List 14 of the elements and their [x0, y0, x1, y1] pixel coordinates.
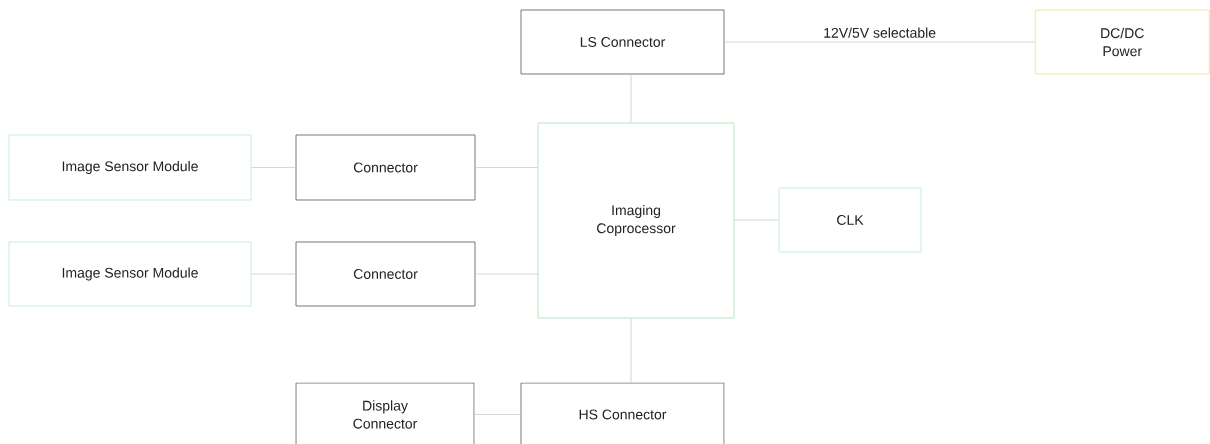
connector-line — [475, 167, 538, 168]
block-box: LS Connector — [520, 9, 725, 75]
block-box: Display Connector — [295, 382, 475, 444]
edge-label: 12V/5V selectable — [824, 27, 936, 38]
block-box: Image Sensor Module — [8, 134, 252, 201]
block-box: Connector — [295, 134, 476, 201]
block-box: CLK — [778, 187, 922, 253]
block-box: Image Sensor Module — [8, 241, 252, 307]
block-box: Connector — [295, 241, 476, 307]
connector-line — [474, 414, 521, 415]
block-box: HS Connector — [520, 382, 725, 444]
block-box: DC/DC Power — [1034, 9, 1210, 75]
connector-line — [251, 167, 296, 168]
block-box: Imaging Coprocessor — [537, 122, 735, 319]
